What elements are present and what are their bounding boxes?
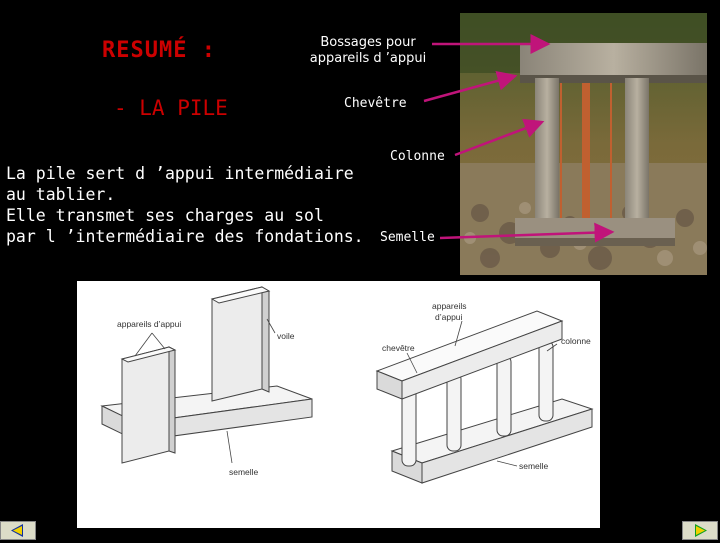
body-line: par l ’intermédiaire des fondations. (6, 227, 364, 246)
diagram-label-voile: voile (277, 331, 295, 341)
body-line: Elle transmet ses charges au sol (6, 206, 324, 225)
slide-subtitle: - LA PILE (114, 96, 228, 120)
diagram-label-semelle-left: semelle (229, 467, 259, 477)
diagram-label-semelle-right: semelle (519, 461, 549, 471)
diagram-label-appareils-right-line2: d’appui (435, 312, 463, 322)
body-line: au tablier. (6, 185, 116, 204)
diagram-label-appareils-right-line1: appareils (432, 301, 467, 311)
pier-construction-photo (460, 13, 707, 275)
next-slide-arrow-icon (695, 524, 707, 537)
body-paragraph: La pile sert d ’appui intermédiaire au t… (6, 163, 364, 247)
diagram-label-colonne: colonne (561, 336, 591, 346)
prev-slide-button[interactable] (0, 521, 36, 540)
body-line: La pile sert d ’appui intermédiaire (6, 164, 354, 183)
label-chevetre: Chevêtre (344, 96, 407, 111)
label-bossages-line2: appareils d ’appui (309, 51, 427, 66)
label-bossages: Bossages pour appareils d ’appui (298, 35, 438, 67)
label-semelle: Semelle (380, 230, 435, 245)
label-bossages-line1: Bossages pour (320, 35, 416, 50)
diagram-label-chevetre: chevêtre (382, 343, 415, 353)
diagram-label-appareils-left: appareils d’appui (117, 319, 181, 329)
prev-slide-arrow-icon (11, 524, 23, 537)
pier-types-diagram: appareils d’appui voile semelle appareil… (77, 281, 600, 528)
slide-title: RESUMÉ : (102, 38, 216, 63)
next-slide-button[interactable] (682, 521, 718, 540)
label-colonne: Colonne (390, 149, 445, 164)
